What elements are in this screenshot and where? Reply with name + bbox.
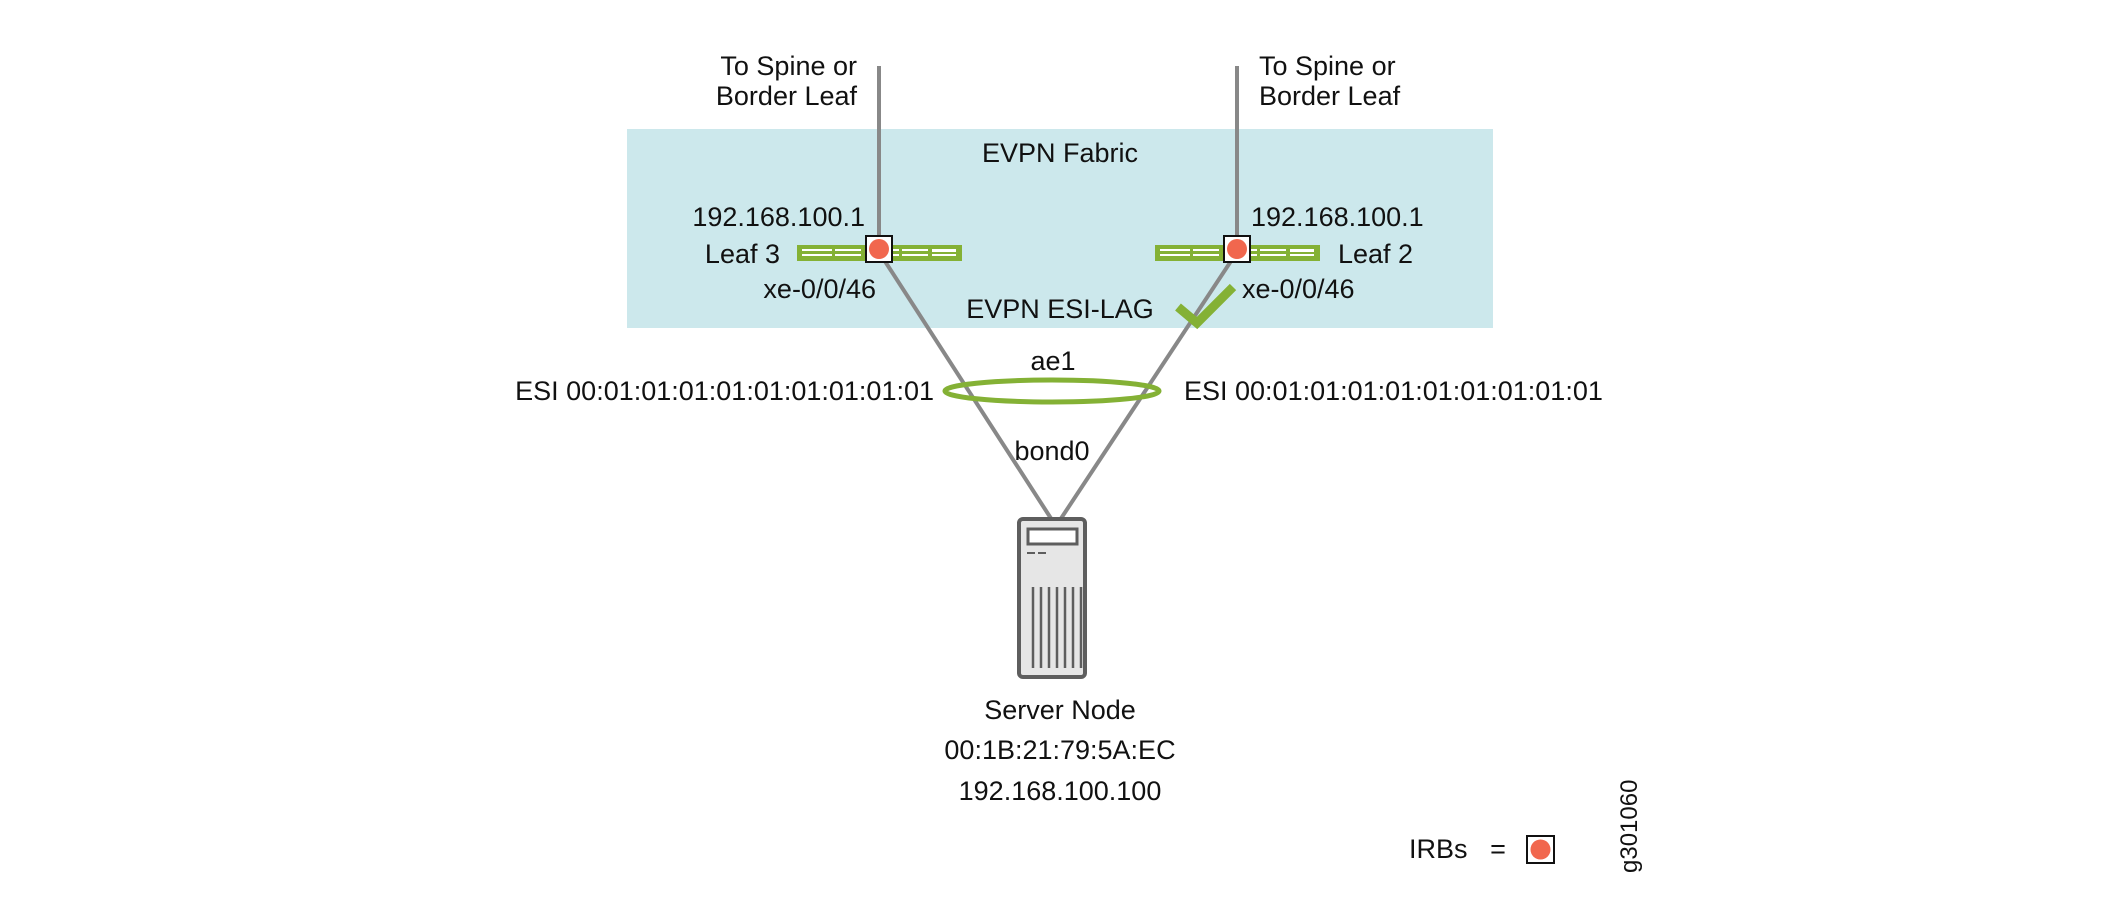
leaf3-name: Leaf 3 [705, 239, 780, 269]
switch-ports-icon [1160, 249, 1314, 256]
switch-ports-icon [802, 249, 956, 256]
uplink-label-right-line1: To Spine or [1259, 51, 1396, 81]
esi-lag-label: EVPN ESI-LAG [966, 294, 1154, 324]
irb-dot [869, 239, 889, 259]
leaf2-ip: 192.168.100.1 [1251, 202, 1424, 232]
legend-equals: = [1490, 834, 1506, 864]
server-icon [1017, 517, 1087, 679]
leaf2-switch [1155, 235, 1320, 263]
leaf2-interface: xe-0/0/46 [1242, 274, 1355, 304]
uplink-label-right-line2: Border Leaf [1259, 81, 1401, 111]
server-mac: 00:1B:21:79:5A:EC [944, 735, 1175, 765]
figure-id: g301060 [1616, 780, 1643, 873]
server-name: Server Node [984, 695, 1136, 725]
uplink-label-left-line2: Border Leaf [716, 81, 858, 111]
uplink-label-left-line1: To Spine or [720, 51, 857, 81]
aggregate-label: ae1 [1030, 346, 1075, 376]
esi-right-label: ESI 00:01:01:01:01:01:01:01:01:01 [1184, 376, 1603, 406]
leaf2-name: Leaf 2 [1338, 239, 1413, 269]
evpn-fabric-area [627, 129, 1493, 328]
fabric-label: EVPN Fabric [982, 138, 1138, 168]
bond-label: bond0 [1014, 436, 1089, 466]
leaf3-interface: xe-0/0/46 [763, 274, 876, 304]
server-ip: 192.168.100.100 [959, 776, 1162, 806]
leaf3-ip: 192.168.100.1 [692, 202, 865, 232]
irb-dot [1530, 839, 1551, 860]
lag-ring [942, 377, 1162, 405]
check-icon [1175, 283, 1237, 330]
legend-label: IRBs [1409, 834, 1468, 864]
esi-left-label: ESI 00:01:01:01:01:01:01:01:01:01 [515, 376, 934, 406]
irb-dot [1227, 239, 1247, 259]
legend: IRBs = [1409, 834, 1555, 864]
leaf3-switch [797, 235, 962, 263]
